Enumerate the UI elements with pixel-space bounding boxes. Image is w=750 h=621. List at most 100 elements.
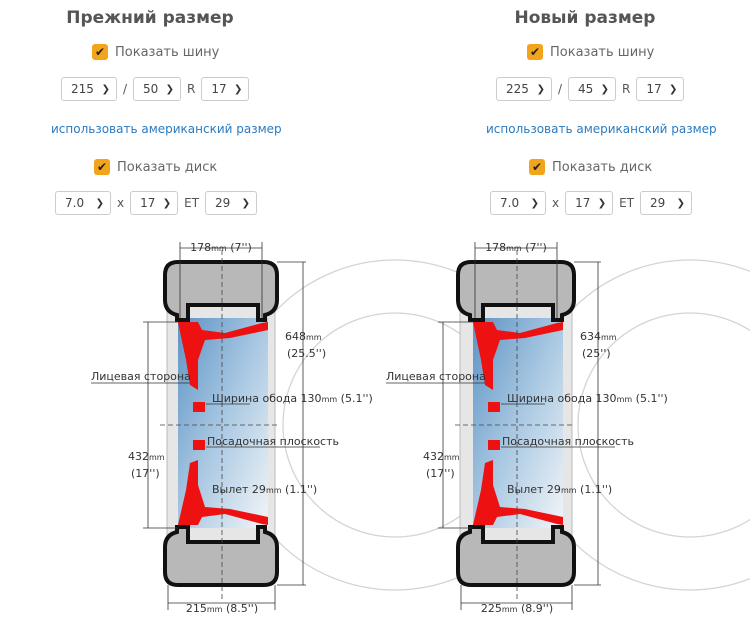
rim-width-annotation-part: (5.1''): [337, 392, 373, 405]
disc-et-select-value: 29: [215, 196, 231, 210]
tire-diameter-select[interactable]: 17❯: [636, 77, 685, 101]
diagram-group: 178mm (7'')225mm (8.9'')634mm (25'')432m…: [386, 241, 750, 615]
american-size-link[interactable]: использовать американский размер: [51, 122, 282, 136]
et-label: ET: [619, 196, 635, 210]
chevron-down-icon: ❯: [241, 197, 251, 209]
offset-label-part: Вылет 29: [212, 483, 266, 496]
disc-diameter-select[interactable]: 17 ❯: [565, 191, 614, 215]
disc-et-select[interactable]: 29 ❯: [205, 191, 258, 215]
face-side-label: Лицевая сторона: [91, 370, 191, 383]
rim-width-annotation: Ширина обода 130mm (5.1''): [212, 392, 373, 405]
rim-diameter-label: 432mm: [423, 450, 460, 463]
tire-profile-select-value: 50: [143, 82, 159, 96]
mounting-plane-label: Посадочная плоскость: [207, 435, 339, 448]
panel-title: Прежний размер: [66, 8, 234, 28]
tire-diameter-select[interactable]: 17❯: [201, 77, 250, 101]
panel-title: Новый размер: [514, 8, 656, 28]
disc-width-select[interactable]: 7.0❯: [490, 191, 546, 215]
offset-label-part: (1.1''): [577, 483, 613, 496]
check-icon: ✔: [527, 44, 543, 60]
disc-et-select[interactable]: 29❯: [640, 191, 693, 215]
rim-top-spoke: [178, 322, 268, 390]
rim-diameter-label-part: mm: [149, 453, 165, 462]
disc-diameter-select-value: 17: [575, 196, 591, 210]
rim-width-annotation-part: Ширина обода 130: [507, 392, 617, 405]
tire-width-label-part: mm: [207, 605, 223, 614]
hub-bottom: [193, 440, 205, 450]
rim-width-annotation-part: mm: [322, 395, 338, 404]
tire-size-row: 215❯ / 50❯ R 17❯: [61, 77, 250, 101]
tire-bottom-section: [163, 525, 279, 587]
check-icon: ✔: [92, 44, 108, 60]
american-size-link[interactable]: использовать американский размер: [486, 122, 717, 136]
hub-top: [193, 402, 205, 412]
tire-width-label-part: (8.5''): [222, 602, 258, 615]
disc-size-row: 7.0❯ x 17 ❯ ET 29❯: [490, 191, 693, 215]
tire-width-label: 215mm (8.5''): [186, 602, 258, 615]
rim-width-label: 178mm (7''): [190, 241, 252, 254]
tire-width-select[interactable]: 225❯: [496, 77, 552, 101]
tire-width-select-value: 215: [71, 82, 94, 96]
separator: /: [123, 82, 128, 96]
tire-width-label-part: (8.9''): [517, 602, 553, 615]
r-label: R: [187, 82, 196, 96]
tire-size-row: 225❯ / 45 ❯ R 17❯: [496, 77, 685, 101]
face-side-label-part: Лицевая сторона: [386, 370, 486, 383]
rim-diameter-label-part: mm: [444, 453, 460, 462]
offset-label-part: Вылет 29: [507, 483, 561, 496]
chevron-down-icon: ❯: [162, 197, 172, 209]
chevron-down-icon: ❯: [536, 83, 545, 95]
wheel-circle-inner: [577, 312, 750, 538]
height-inch-label: (25''): [582, 347, 611, 360]
separator: /: [558, 82, 563, 96]
rim-width-annotation-part: mm: [617, 395, 633, 404]
check-icon: ✔: [529, 159, 545, 175]
disc-width-select-value: 7.0: [65, 196, 85, 210]
tire-profile-select[interactable]: 45 ❯: [568, 77, 617, 101]
rim-width-label-part: 178: [485, 241, 506, 254]
rim-bottom-spoke: [473, 460, 563, 525]
chevron-down-icon: ❯: [597, 197, 607, 209]
show-disc-checkbox[interactable]: ✔Показать диск: [94, 159, 217, 175]
show-tire-checkbox[interactable]: ✔Показать шину: [92, 44, 219, 60]
disc-width-select[interactable]: 7.0❯: [55, 191, 111, 215]
rim-diameter-inch-label-part: (17''): [131, 467, 160, 480]
height-label: 648mm: [285, 330, 322, 343]
rim-width-label-part: mm: [211, 244, 227, 253]
height-label-part: 648: [285, 330, 306, 343]
hub-bottom: [488, 440, 500, 450]
rim-bottom-spoke: [178, 460, 268, 525]
tire-diameter-select-value: 17: [211, 82, 227, 96]
height-label-part: 634: [580, 330, 601, 343]
x-label: x: [552, 196, 560, 210]
offset-label-part: mm: [561, 486, 577, 495]
rim-diameter-label-part: 432: [423, 450, 444, 463]
disc-diameter-select-value: 17: [140, 196, 156, 210]
tire-width-label-part: mm: [502, 605, 518, 614]
chevron-down-icon: ❯: [600, 83, 610, 95]
offset-label-part: (1.1''): [282, 483, 318, 496]
show-tire-label: Показать шину: [550, 44, 655, 60]
rim-diameter-label: 432mm: [128, 450, 165, 463]
disc-diameter-select[interactable]: 17 ❯: [130, 191, 179, 215]
mounting-plane-label-part: Посадочная плоскость: [502, 435, 634, 448]
chevron-down-icon: ❯: [669, 83, 678, 95]
tire-width-select[interactable]: 215❯: [61, 77, 117, 101]
rim-width-label: 178mm (7''): [485, 241, 547, 254]
height-label-part: mm: [601, 333, 617, 342]
offset-label: Вылет 29mm (1.1''): [212, 483, 317, 496]
rim-diameter-inch-label: (17''): [426, 467, 455, 480]
face-side-label-part: Лицевая сторона: [91, 370, 191, 383]
r-label: R: [622, 82, 631, 96]
show-disc-label: Показать диск: [552, 159, 653, 175]
tire-profile-select-value: 45: [578, 82, 594, 96]
show-tire-checkbox[interactable]: ✔ Показать шину: [527, 44, 654, 60]
rim-width-label-part: mm: [506, 244, 522, 253]
x-label: x: [117, 196, 125, 210]
rim-diameter-inch-label: (17''): [131, 467, 160, 480]
tire-profile-select[interactable]: 50❯: [133, 77, 182, 101]
height-label-part: mm: [306, 333, 322, 342]
rim-width-annotation-part: Ширина обода 130: [212, 392, 322, 405]
show-disc-checkbox[interactable]: ✔ Показать диск: [529, 159, 652, 175]
